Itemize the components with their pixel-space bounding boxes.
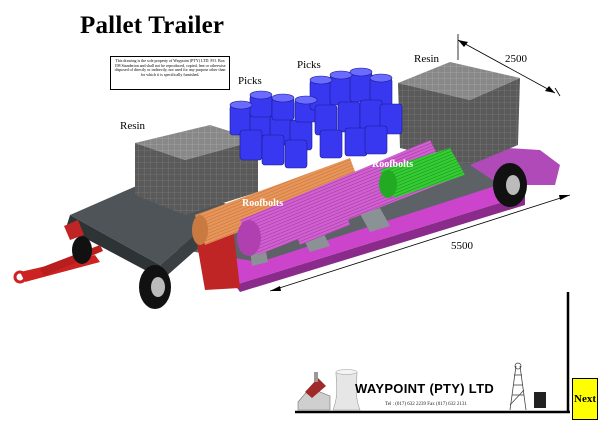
copyright-notice: This drawing is the sole property of Way… bbox=[110, 56, 230, 90]
company-contact: Tel : (017) 632 2239 Fax (017) 632 2131 bbox=[385, 402, 467, 407]
next-button[interactable]: Next bbox=[572, 378, 598, 420]
roofbolts-green-bundle bbox=[379, 148, 465, 198]
dimension-length-label: 5500 bbox=[451, 240, 473, 252]
label-picks-right: Picks bbox=[297, 59, 321, 71]
factory-icon bbox=[297, 372, 331, 411]
label-resin-left: Resin bbox=[120, 120, 146, 132]
picks-buckets bbox=[229, 71, 403, 169]
wheels bbox=[72, 163, 527, 309]
resin-block-left bbox=[135, 125, 258, 215]
dimension-length-arrow bbox=[269, 194, 571, 292]
dimension-width-arrow bbox=[457, 34, 561, 97]
label-resin-right: Resin bbox=[414, 53, 440, 65]
headframe-icon bbox=[509, 362, 546, 411]
cooling-tower-icon bbox=[332, 369, 361, 411]
label-roofbolts-left: Roofbolts bbox=[242, 198, 284, 209]
footer-frame bbox=[295, 292, 570, 414]
label-roofbolts-right: Roofbolts bbox=[372, 159, 414, 170]
label-picks-left: Picks bbox=[238, 75, 262, 87]
company-name: WAYPOINT (PTY) LTD bbox=[355, 381, 495, 396]
roofbolts-orange-bundle bbox=[192, 158, 360, 245]
page-title: Pallet Trailer bbox=[80, 12, 225, 39]
resin-block-right bbox=[398, 62, 520, 165]
picks-bucket-tops bbox=[229, 67, 393, 110]
dimension-width-label: 2500 bbox=[505, 53, 527, 65]
